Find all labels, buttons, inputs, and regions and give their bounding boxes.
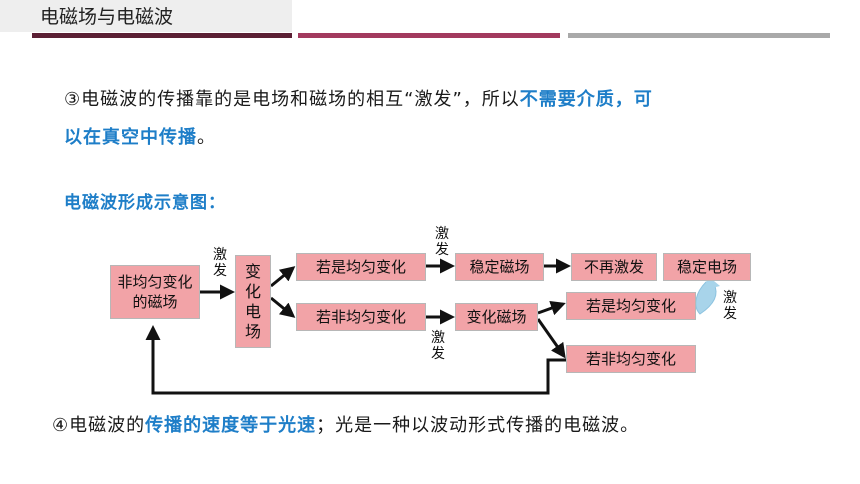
para3-highlight-2: 以在真空中传播 [64,127,197,148]
para3-highlight: 不需要介质，可 [519,89,653,110]
header-background [0,0,292,32]
para4-highlight: 传播的速度等于光速 [145,415,317,436]
diagram-heading: 电磁波形成示意图： [64,193,226,213]
label-excite-4: 激发 [723,290,737,322]
para3-period: 。 [197,127,216,148]
label-excite-3: 激发 [431,330,445,362]
box-if-uniform-change-1: 若是均匀变化 [296,253,426,281]
box-if-nonuniform-change-2: 若非均匀变化 [566,345,696,373]
curve-arrow-stable-electric [695,281,717,315]
para4: ④电磁波的传播的速度等于光速；光是一种以波动形式传播的电磁波。 [52,414,639,438]
para4-text-a: ④电磁波的 [52,415,146,436]
arrow-magnetic-to-uniform-2 [537,301,566,316]
para3-text: ③电磁波的传播靠的是电场和磁场的相互“激发”，所以 [64,89,520,110]
para3-line2: 以在真空中传播。 [64,126,216,150]
box-nonuniform-magnetic-field: 非均匀变化的磁场 [110,265,200,319]
arrow-electric-to-uniform [270,266,296,288]
arrow-electric-to-nonuniform [270,296,296,318]
box-stable-electric-field: 稳定电场 [663,253,751,281]
arrow-feedback-loop [145,325,566,395]
box-changing-electric-field: 变化电场 [235,255,271,348]
label-excite-2: 激发 [435,226,449,258]
box-changing-magnetic-field: 变化磁场 [455,303,538,331]
para3-line1: ③电磁波的传播靠的是电场和磁场的相互“激发”，所以不需要介质，可 [64,88,653,112]
box-if-nonuniform-change-1: 若非均匀变化 [296,303,426,331]
box-if-uniform-change-2: 若是均匀变化 [566,292,696,320]
box-no-further-excitation: 不再激发 [571,253,657,281]
box-stable-magnetic-field: 稳定磁场 [455,253,544,281]
arrow-magnetic-to-nonuniform-2 [536,318,566,359]
header-bar-mid [298,33,560,38]
para4-text-c: ；光是一种以波动形式传播的电磁波。 [316,415,640,436]
header-bar-dark [32,33,292,38]
label-excite-1: 激发 [213,247,227,279]
page-title: 电磁场与电磁波 [40,6,174,28]
header-bar-grey [568,33,830,38]
